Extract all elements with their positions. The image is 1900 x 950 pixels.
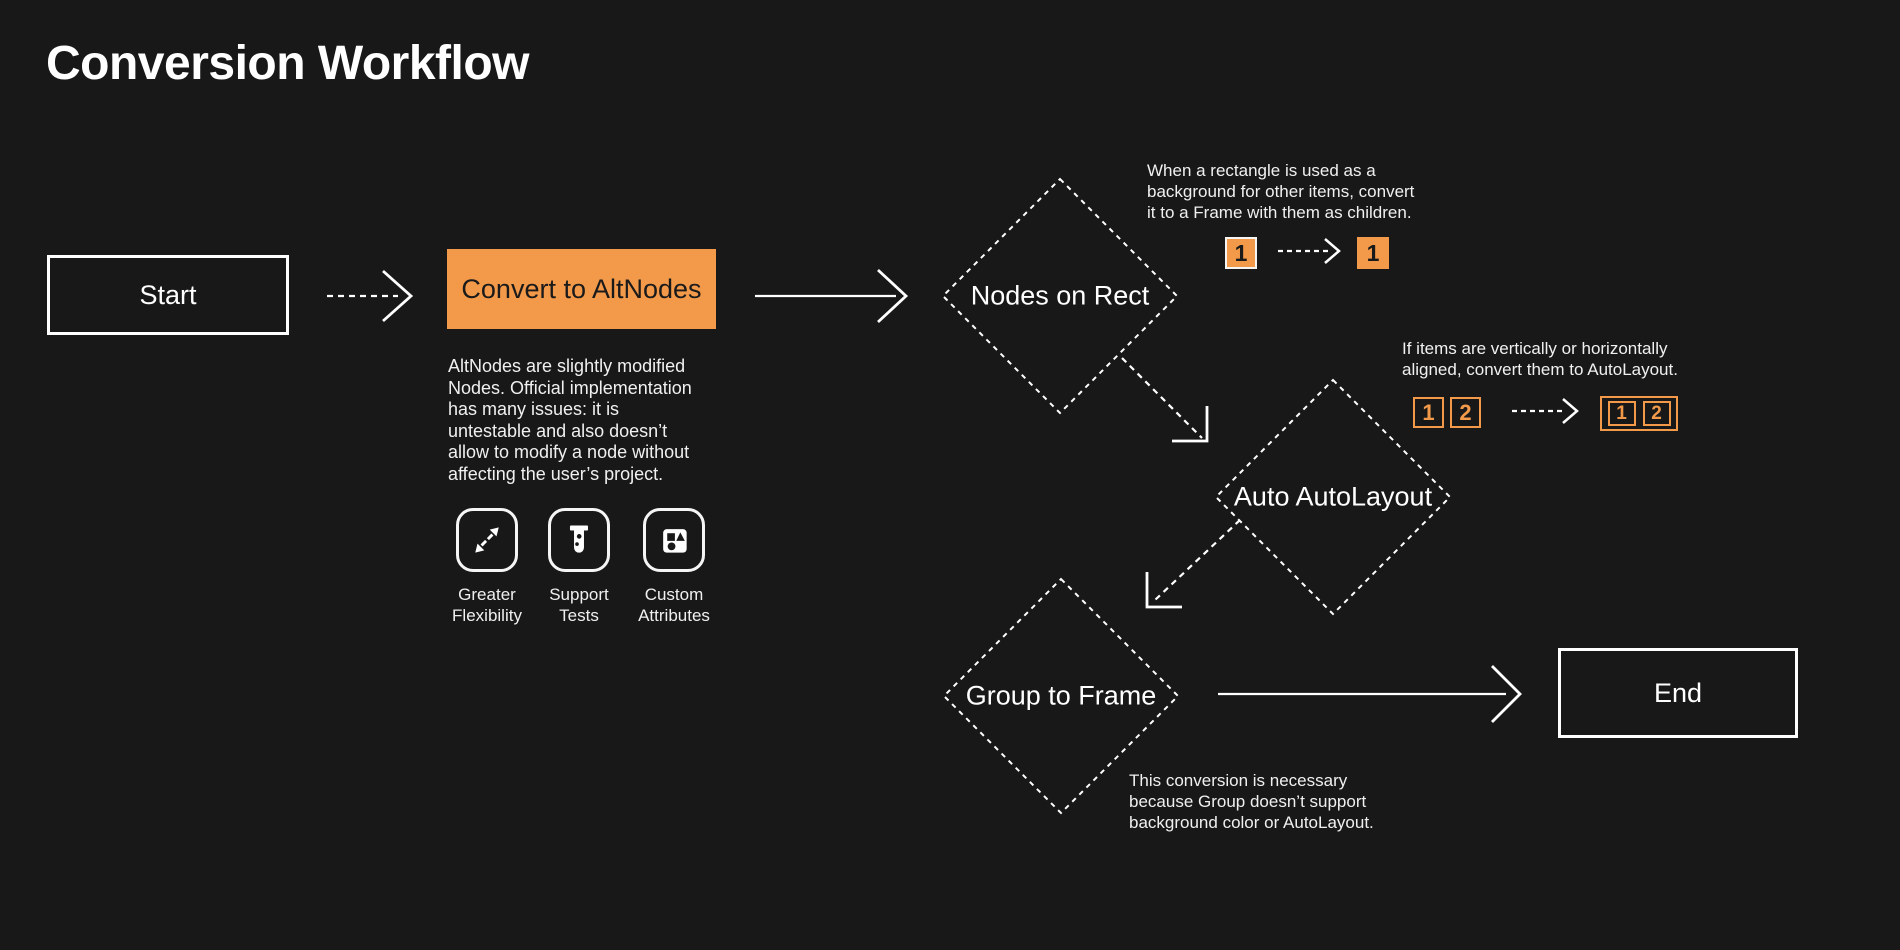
altnodes-description: AltNodes are slightly modified Nodes. Of… bbox=[448, 356, 692, 484]
items-after-badge-1: 1 bbox=[1607, 401, 1636, 426]
start-node[interactable]: Start bbox=[47, 255, 289, 335]
auto-autolayout-label: Auto AutoLayout bbox=[1233, 481, 1433, 512]
arrow-convert-to-nodes-on-rect bbox=[755, 268, 909, 324]
items-before-badge-1: 1 bbox=[1413, 397, 1444, 428]
feature-label-custom-attributes: Custom Attributes bbox=[638, 585, 710, 625]
arrow-auto-autolayout-to-group-to-frame bbox=[1145, 519, 1241, 609]
convert-to-altnodes-label: Convert to AltNodes bbox=[461, 273, 702, 304]
rect-before-badge: 1 bbox=[1225, 237, 1257, 269]
items-after-badge-2: 2 bbox=[1642, 401, 1671, 426]
arrow-start-to-convert bbox=[327, 269, 414, 323]
arrow-autolayout-conversion bbox=[1512, 398, 1579, 424]
page-title: Conversion Workflow bbox=[46, 37, 530, 90]
test-tube-icon bbox=[569, 525, 589, 553]
arrow-group-to-frame-to-end bbox=[1218, 665, 1522, 723]
feature-support-tests bbox=[548, 508, 610, 572]
group-note: This conversion is necessary because Gro… bbox=[1129, 771, 1374, 832]
rect-after-badge: 1 bbox=[1357, 237, 1389, 269]
start-node-label: Start bbox=[139, 279, 197, 310]
autolayout-group-badge: 1 2 bbox=[1600, 396, 1678, 431]
feature-custom-attributes bbox=[643, 508, 705, 572]
arrow-nodes-on-rect-to-auto-autolayout bbox=[1121, 357, 1209, 443]
arrow-rect-conversion bbox=[1278, 238, 1341, 264]
group-to-frame-label: Group to Frame bbox=[965, 680, 1157, 711]
nodes-on-rect-label: Nodes on Rect bbox=[970, 280, 1150, 311]
convert-to-altnodes-node[interactable]: Convert to AltNodes bbox=[447, 249, 716, 329]
items-before-badge-2: 2 bbox=[1450, 397, 1481, 428]
feature-label-greater-flexibility: Greater Flexibility bbox=[452, 585, 522, 625]
shapes-icon bbox=[663, 529, 687, 553]
rect-note: When a rectangle is used as a background… bbox=[1147, 161, 1415, 222]
end-node-label: End bbox=[1653, 677, 1703, 708]
autolayout-note: If items are vertically or horizontally … bbox=[1402, 339, 1678, 379]
expand-arrows-icon bbox=[475, 527, 499, 553]
feature-label-support-tests: Support Tests bbox=[549, 585, 609, 625]
end-node[interactable]: End bbox=[1558, 648, 1798, 738]
feature-greater-flexibility bbox=[456, 508, 518, 572]
